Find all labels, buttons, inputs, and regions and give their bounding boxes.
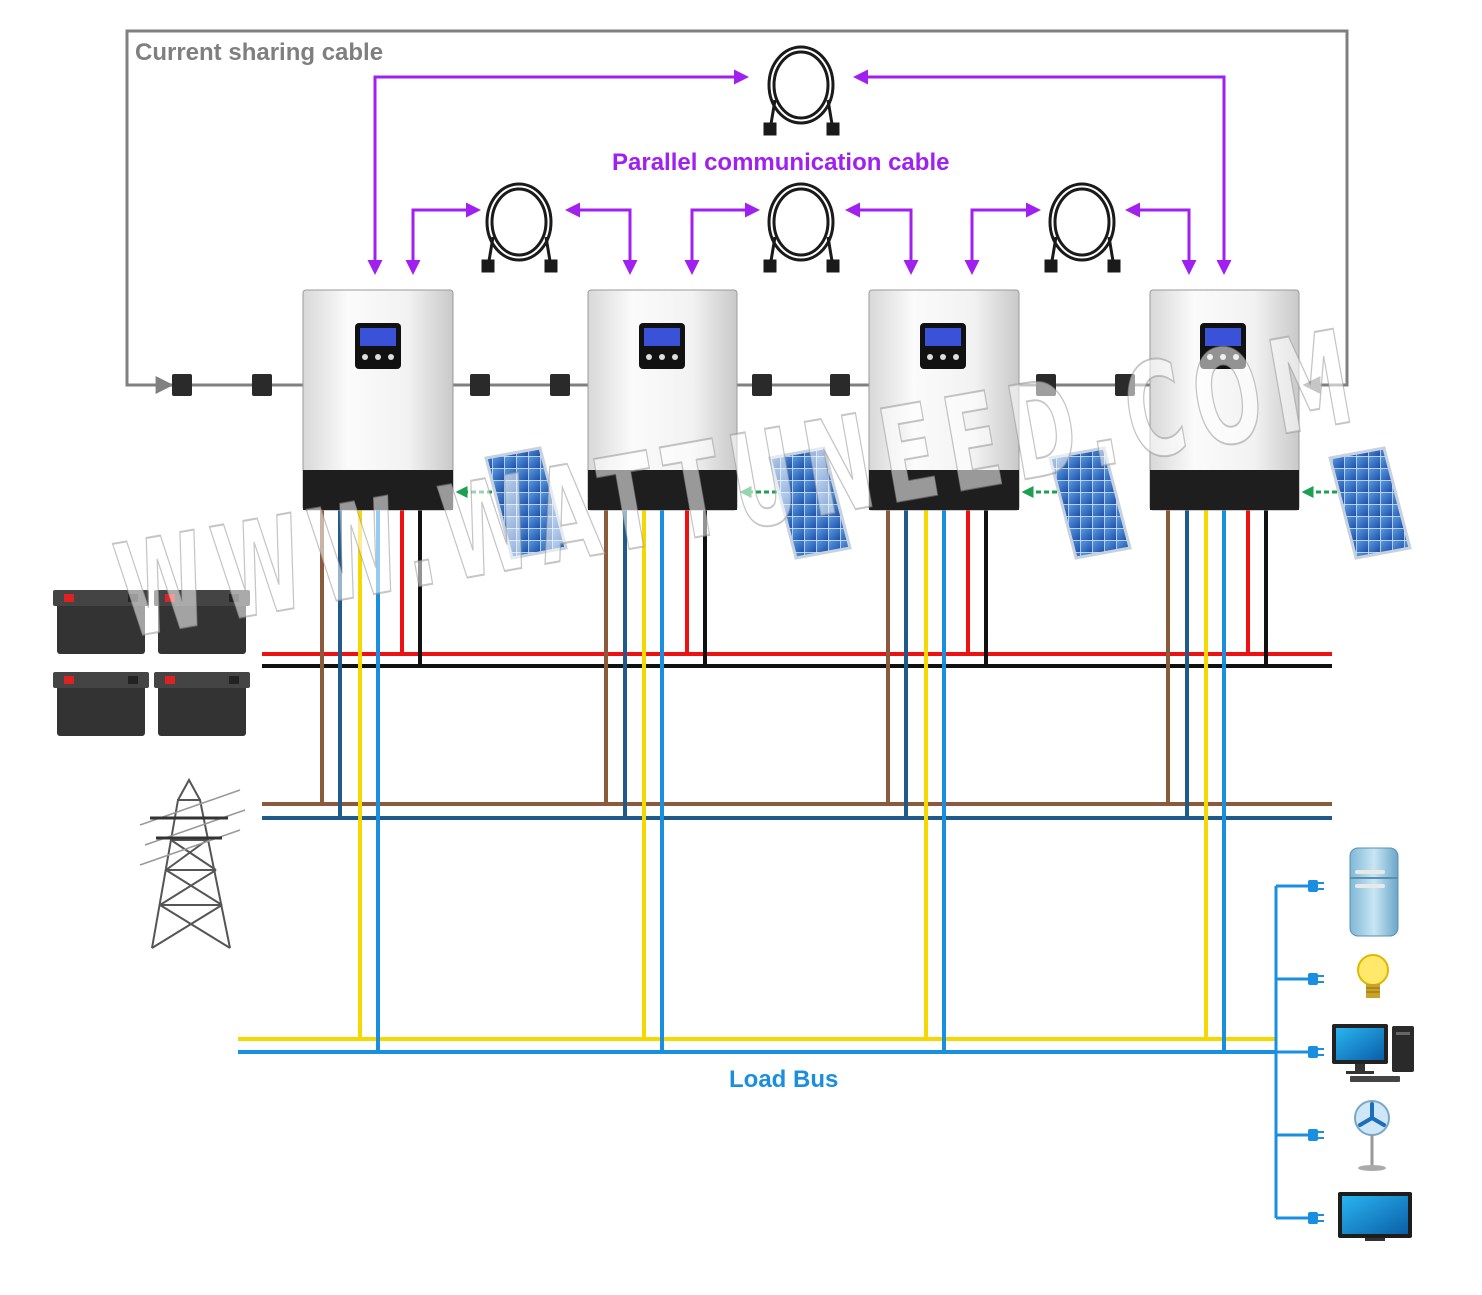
fan-icon	[1354, 1100, 1390, 1171]
battery-bank	[53, 590, 250, 736]
cable-coil-icon	[1044, 182, 1121, 273]
battery-icon	[53, 672, 149, 736]
parallel-comm-label: Parallel communication cable	[612, 149, 949, 176]
fridge-icon	[1349, 847, 1399, 937]
inverter-3-wires	[886, 510, 988, 1052]
inverter-icon	[868, 289, 1020, 511]
solar-panel-icon	[768, 446, 852, 560]
sharing-connectors	[172, 374, 1135, 396]
plug-icons	[1308, 880, 1324, 1224]
inverter-1-wires	[320, 510, 422, 1052]
battery-icon	[53, 590, 149, 654]
load-distribution	[1274, 884, 1310, 1220]
battery-bus	[262, 652, 1332, 668]
parallel-comm-cables	[367, 69, 1232, 275]
inverter-icon	[587, 289, 738, 511]
cable-coil-icon	[481, 182, 558, 273]
inverter-icon	[1149, 289, 1300, 511]
grid-bus	[262, 802, 1332, 820]
tv-icon	[1338, 1192, 1412, 1241]
battery-icon	[154, 672, 250, 736]
cable-coil-icon	[763, 45, 840, 136]
solar-panel-icon	[1048, 446, 1132, 560]
load-bus	[238, 1037, 1276, 1054]
inverter-2-wires	[604, 510, 707, 1052]
current-sharing-cable	[125, 29, 1349, 396]
inverter-icon	[302, 289, 454, 511]
battery-icon	[154, 590, 250, 654]
inverter-4-wires	[1166, 510, 1268, 1052]
solar-panel-icon	[1328, 446, 1412, 560]
current-sharing-label: Current sharing cable	[135, 39, 383, 66]
computer-icon	[1332, 1024, 1414, 1082]
load-bus-label: Load Bus	[729, 1066, 838, 1093]
cable-coil-icon	[763, 182, 840, 273]
power-tower-icon	[139, 777, 246, 949]
light-bulb-icon	[1357, 954, 1389, 998]
solar-panel-icon	[484, 446, 568, 560]
